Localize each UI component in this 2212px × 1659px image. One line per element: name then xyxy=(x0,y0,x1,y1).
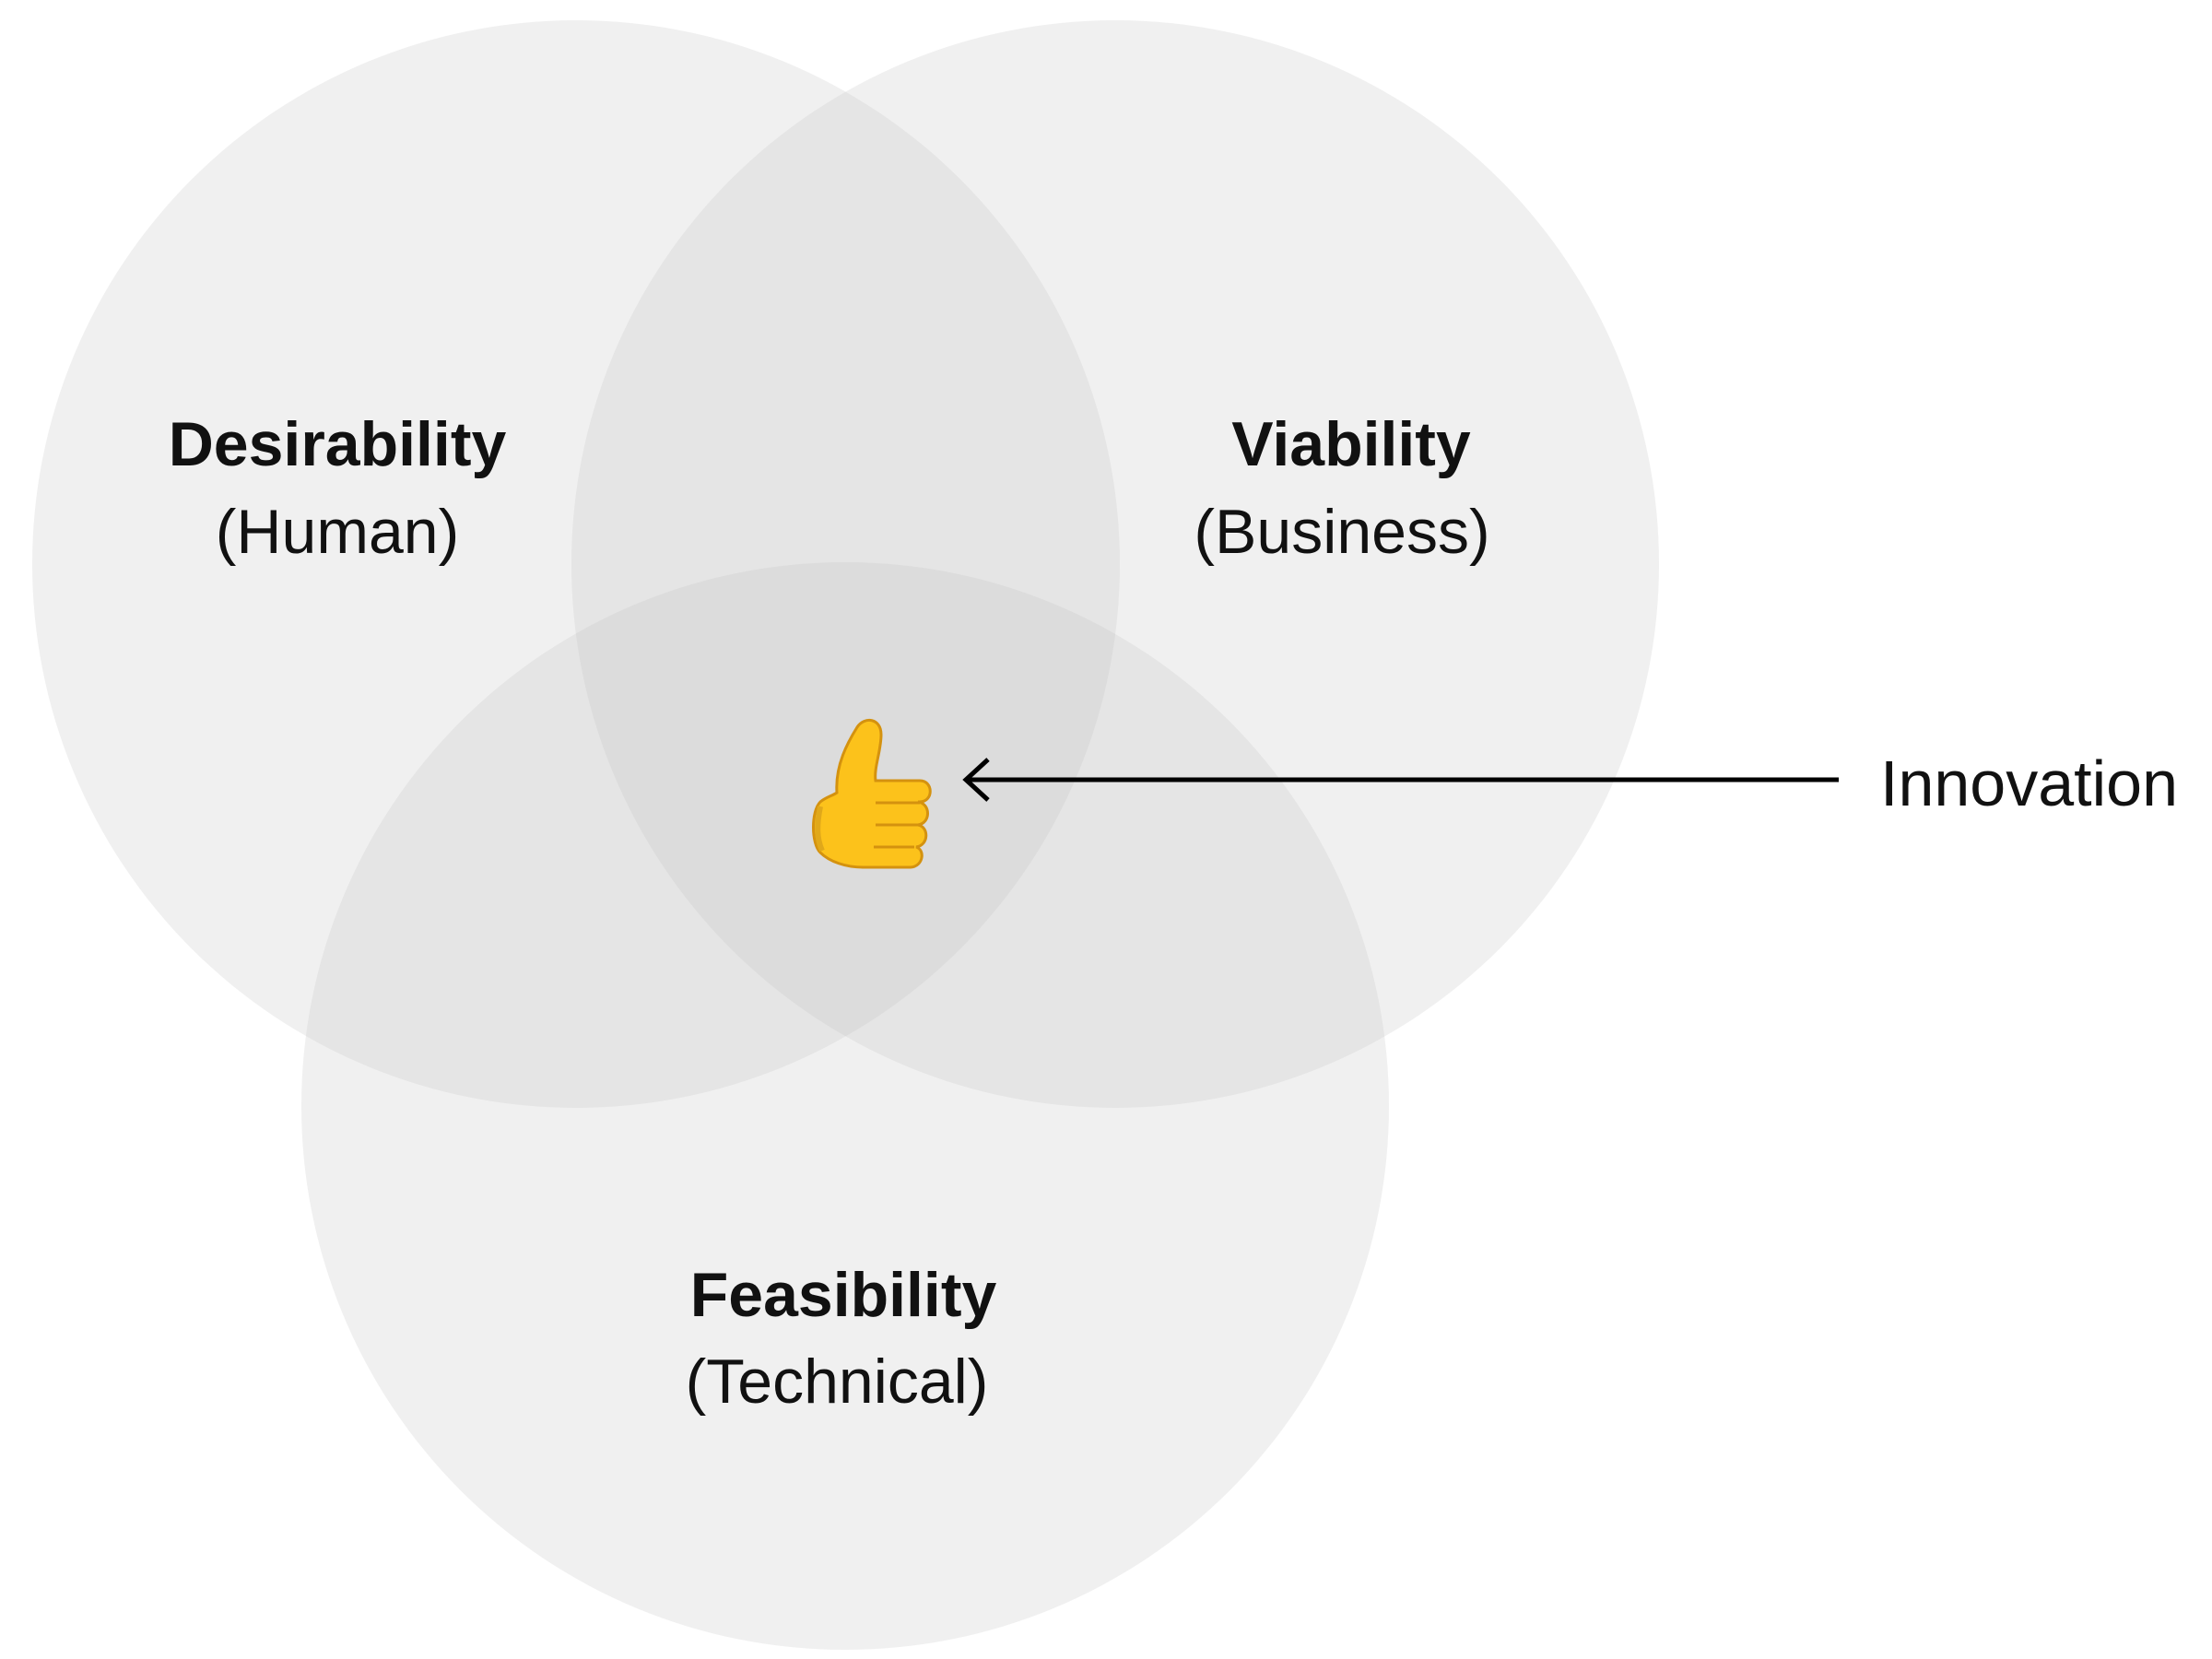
circle-feasibility xyxy=(301,562,1389,1650)
innovation-label: Innovation xyxy=(1880,747,2178,819)
viability-title: Viability xyxy=(1231,409,1471,479)
feasibility-title: Feasibility xyxy=(690,1260,997,1330)
feasibility-subtitle: (Technical) xyxy=(686,1347,989,1417)
innovation-arrow-head xyxy=(962,758,990,802)
thumbs-up-icon xyxy=(812,719,932,869)
desirability-subtitle: (Human) xyxy=(216,497,460,567)
viability-subtitle: (Business) xyxy=(1194,497,1489,567)
desirability-title: Desirability xyxy=(169,409,507,479)
